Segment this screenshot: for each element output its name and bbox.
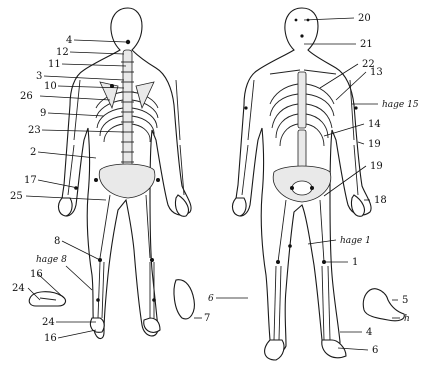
back-foot-left (90, 318, 104, 332)
label-24-lower: 24 (42, 317, 55, 328)
label-6-middle: 6 (208, 294, 214, 304)
label-hage-8: hage 8 (36, 255, 67, 265)
label-19-upper: 19 (368, 139, 381, 150)
label-16-lower: 16 (44, 333, 57, 344)
front-hand-left (233, 198, 247, 216)
label-7: 7 (204, 313, 210, 324)
label-4: 4 (66, 35, 72, 46)
label-12: 12 (56, 47, 69, 58)
label-17: 17 (24, 175, 37, 186)
back-figure (59, 8, 192, 339)
label-8: 8 (54, 236, 60, 247)
front-foot-right (322, 340, 346, 358)
label-13: 13 (370, 67, 383, 78)
label-6-right: 6 (372, 345, 378, 356)
label-25: 25 (10, 191, 23, 202)
label-11: 11 (48, 59, 61, 70)
front-sternum (298, 72, 306, 128)
label-3: 3 (36, 71, 42, 82)
label-21: 21 (360, 39, 373, 50)
label-16-upper: 16 (30, 269, 43, 280)
label-14: 14 (368, 119, 381, 130)
back-hand-left (59, 198, 73, 216)
label-20: 20 (358, 13, 371, 24)
label-10: 10 (44, 81, 57, 92)
label-hage-1: hage 1 (340, 236, 371, 246)
label-h: h (404, 314, 410, 324)
label-18: 18 (374, 195, 387, 206)
label-hage-15: hage 15 (382, 100, 419, 110)
label-23: 23 (28, 125, 41, 136)
foot-detail-right (363, 289, 404, 321)
label-5: 5 (402, 295, 408, 306)
foot-detail-middle (174, 280, 194, 319)
label-26: 26 (20, 91, 33, 102)
label-19-lower: 19 (370, 161, 383, 172)
label-9: 9 (40, 108, 46, 119)
front-foot-left (265, 340, 284, 360)
label-24-upper: 24 (12, 283, 25, 294)
label-4-right: 4 (366, 327, 372, 338)
label-1: 1 (352, 257, 358, 268)
label-2: 2 (30, 147, 36, 158)
front-figure (233, 8, 372, 360)
